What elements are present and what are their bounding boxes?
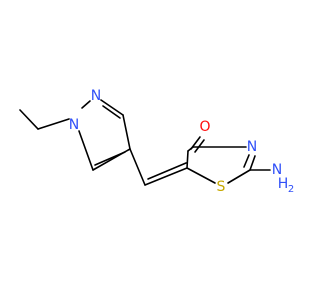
atom-amino-h-label: H	[278, 176, 289, 192]
atom-n2-label: N	[91, 88, 101, 104]
bond-n2-c3-double	[102, 105, 121, 119]
bonds	[19, 99, 271, 186]
atom-sulfur-label: S	[217, 179, 226, 195]
atom-amino-n-label: N	[272, 162, 282, 178]
bond-n1-n2	[81, 100, 91, 109]
atom-n-ring-label: N	[247, 139, 257, 155]
bond-n2-c3	[100, 99, 124, 116]
bond-ch-c5t-double	[147, 162, 187, 180]
bond-c4-ch	[129, 148, 146, 186]
molecule-structure: N N O N S N H 2	[19, 88, 294, 195]
bond-c5t-s	[186, 167, 216, 184]
bond-c5t-c4t	[186, 150, 189, 169]
bond-c2-n3-double	[243, 154, 250, 168]
bond-ch-c5t	[144, 167, 188, 186]
bond-s-c2	[227, 169, 251, 184]
atom-n1-label: N	[69, 117, 79, 133]
bond-c3-c4	[122, 114, 131, 150]
atom-oxygen-label: O	[199, 119, 210, 135]
atom-labels: N N O N S N H 2	[69, 88, 294, 195]
bond-c4t-o-2	[194, 139, 205, 153]
bond-ch3-ch2	[19, 109, 39, 130]
bond-c4-c5-double	[94, 151, 126, 166]
bond-c5-n1	[78, 130, 94, 171]
bond-ch2-n1	[37, 118, 70, 130]
bond-c2-n3	[249, 155, 256, 171]
atom-amino-h-count: 2	[288, 184, 294, 195]
